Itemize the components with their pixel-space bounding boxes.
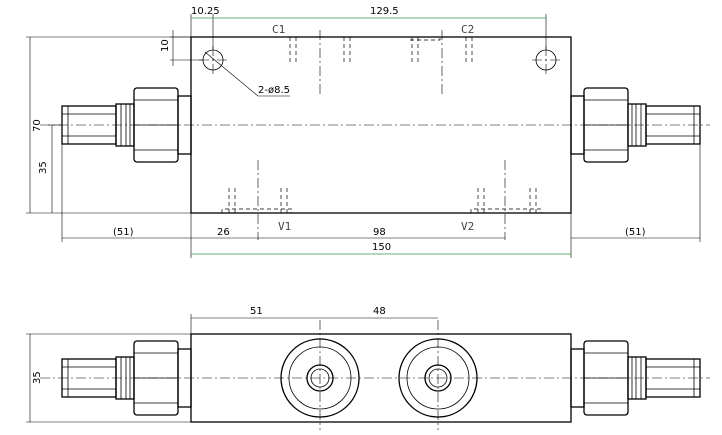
dim-half-height: 35 <box>38 161 49 174</box>
dim-v-spacing: 98 <box>373 227 386 238</box>
hole-callout: 2-ø8.5 <box>258 85 290 96</box>
dim-front-port-spacing: 48 <box>373 306 386 317</box>
dim-fitting-right: (51) <box>625 227 646 238</box>
top-view: 2-ø8.5 <box>26 6 710 258</box>
dim-port-spacing: 129.5 <box>370 6 399 17</box>
hidden-port-v2 <box>470 160 542 240</box>
port-front-2 <box>398 320 478 430</box>
port-front-1 <box>280 320 360 430</box>
hidden-port-c1 <box>289 30 351 95</box>
mounting-hole-left <box>199 46 227 74</box>
dim-port1-offset: 51 <box>250 306 263 317</box>
port-label-v1: V1 <box>278 220 291 233</box>
port-label-v2: V2 <box>461 220 474 233</box>
port-label-c1: C1 <box>272 23 285 36</box>
dim-body-length: 150 <box>372 242 391 253</box>
hidden-port-v1 <box>221 160 293 240</box>
front-view: 51 48 35 <box>26 306 710 430</box>
dim-hole-from-top: 10 <box>160 39 171 52</box>
dim-height-top: 70 <box>32 119 43 132</box>
dim-height-front: 35 <box>32 371 43 384</box>
fitting-right-top <box>570 87 701 163</box>
fitting-right-front <box>570 340 701 416</box>
hidden-port-c2 <box>410 30 473 95</box>
fitting-left-front <box>61 340 192 416</box>
dim-fitting-left: (51) <box>113 227 134 238</box>
port-label-c2: C2 <box>461 23 474 36</box>
hole-callout-leader <box>204 51 290 97</box>
mounting-hole-right <box>532 46 560 74</box>
dim-left-offset: 10.25 <box>191 6 220 17</box>
dim-v1-offset: 26 <box>217 227 230 238</box>
fitting-left-top <box>61 87 192 163</box>
